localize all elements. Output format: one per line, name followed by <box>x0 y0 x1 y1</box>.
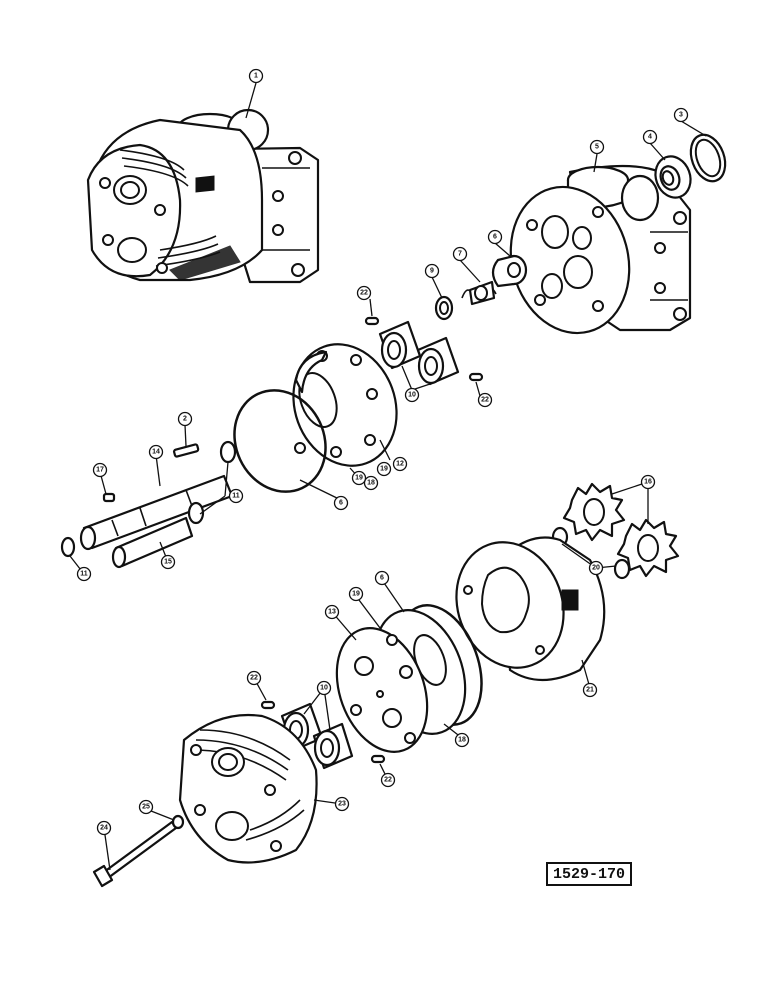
callout-10b: 10 <box>316 680 332 696</box>
dowel-pin-lower-b <box>370 754 386 764</box>
svg-text:22: 22 <box>360 290 368 297</box>
callout-22d: 22 <box>380 772 396 788</box>
callout-17: 17 <box>92 462 108 478</box>
seal-part-9 <box>434 295 454 321</box>
callout-21: 21 <box>582 682 598 698</box>
callout-3: 3 <box>673 107 689 123</box>
callout-16: 16 <box>640 474 656 490</box>
dowel-pin-upper-a <box>364 316 380 326</box>
callout-11a: 11 <box>228 488 244 504</box>
svg-text:21: 21 <box>586 687 594 694</box>
callout-2: 2 <box>177 411 193 427</box>
end-cover-part-23 <box>178 713 318 864</box>
dowel-pin-lower-a <box>260 700 276 710</box>
svg-text:23: 23 <box>338 801 346 808</box>
svg-text:22: 22 <box>481 397 489 404</box>
callout-25: 25 <box>138 799 154 815</box>
callout-24: 24 <box>96 820 112 836</box>
svg-text:7: 7 <box>458 251 462 258</box>
needle-bearings-upper <box>378 320 460 386</box>
svg-text:15: 15 <box>164 559 172 566</box>
svg-text:18: 18 <box>458 737 466 744</box>
snap-ring-part-11b <box>187 501 205 525</box>
svg-text:22: 22 <box>384 777 392 784</box>
svg-text:10: 10 <box>408 392 416 399</box>
svg-text:6: 6 <box>493 234 497 241</box>
svg-text:12: 12 <box>396 461 404 468</box>
wear-plate-upper <box>292 343 398 467</box>
callout-19c: 19 <box>351 470 367 486</box>
bearing-part-4 <box>654 155 692 199</box>
svg-text:6: 6 <box>339 500 343 507</box>
callout-23: 23 <box>334 796 350 812</box>
washer-part-20b <box>613 558 631 580</box>
snap-ring-part-11a <box>219 440 237 464</box>
callout-6a: 6 <box>487 229 503 245</box>
o-ring-upper <box>233 389 327 493</box>
snap-ring-part-3 <box>689 133 727 183</box>
svg-text:19: 19 <box>355 475 363 482</box>
callout-4: 4 <box>642 129 658 145</box>
callout-18a: 18 <box>363 475 379 491</box>
spring-part-7 <box>461 280 497 306</box>
callout-15: 15 <box>160 554 176 570</box>
svg-text:25: 25 <box>142 804 150 811</box>
callout-19b: 19 <box>348 586 364 602</box>
callout-22c: 22 <box>246 670 262 686</box>
callout-7: 7 <box>452 246 468 262</box>
driven-shaft-part-15 <box>111 516 194 569</box>
bushing-part-6 <box>491 254 528 288</box>
callout-18b: 18 <box>454 732 470 748</box>
callout-12: 12 <box>392 456 408 472</box>
svg-text:18: 18 <box>367 480 375 487</box>
svg-text:19: 19 <box>380 466 388 473</box>
needle-bearings-lower <box>280 702 354 770</box>
gear-housing-part-21 <box>455 536 606 681</box>
callout-14: 14 <box>148 444 164 460</box>
svg-text:9: 9 <box>430 268 434 275</box>
washer-part-25 <box>171 814 185 830</box>
svg-text:6: 6 <box>380 575 384 582</box>
dowel-pin-upper-b <box>468 372 484 382</box>
svg-text:5: 5 <box>595 144 599 151</box>
svg-text:1: 1 <box>254 73 258 80</box>
snap-ring-part-11c <box>60 536 76 558</box>
callout-20: 20 <box>588 560 604 576</box>
callout-11b: 11 <box>76 566 92 582</box>
callout-1: 1 <box>248 68 264 84</box>
figure-reference-number: 1529-170 <box>546 862 632 886</box>
svg-text:3: 3 <box>679 112 683 119</box>
callout-5: 5 <box>589 139 605 155</box>
callout-13: 13 <box>324 604 340 620</box>
wear-plate-lower <box>335 609 467 753</box>
svg-text:22: 22 <box>250 675 258 682</box>
svg-text:17: 17 <box>96 467 104 474</box>
svg-text:4: 4 <box>648 134 652 141</box>
leader-lines <box>69 82 707 871</box>
callout-22b: 22 <box>477 392 493 408</box>
svg-text:11: 11 <box>232 493 240 500</box>
callout-10a: 10 <box>404 387 420 403</box>
svg-text:2: 2 <box>183 416 187 423</box>
callout-6c: 6 <box>374 570 390 586</box>
svg-text:11: 11 <box>80 571 88 578</box>
pump-assembly <box>86 108 320 284</box>
svg-text:16: 16 <box>644 479 652 486</box>
callout-19a: 19 <box>376 461 392 477</box>
pump-housing <box>509 164 692 335</box>
key-part-2 <box>172 443 200 458</box>
gear-part-16 <box>562 482 680 578</box>
svg-text:14: 14 <box>152 449 160 456</box>
svg-text:10: 10 <box>320 685 328 692</box>
callout-6b: 6 <box>333 495 349 511</box>
callout-9: 9 <box>424 263 440 279</box>
key-part-17 <box>102 492 116 503</box>
svg-text:24: 24 <box>100 825 108 832</box>
svg-text:20: 20 <box>592 565 600 572</box>
callout-22a: 22 <box>356 285 372 301</box>
svg-text:19: 19 <box>352 591 360 598</box>
svg-text:13: 13 <box>328 609 336 616</box>
